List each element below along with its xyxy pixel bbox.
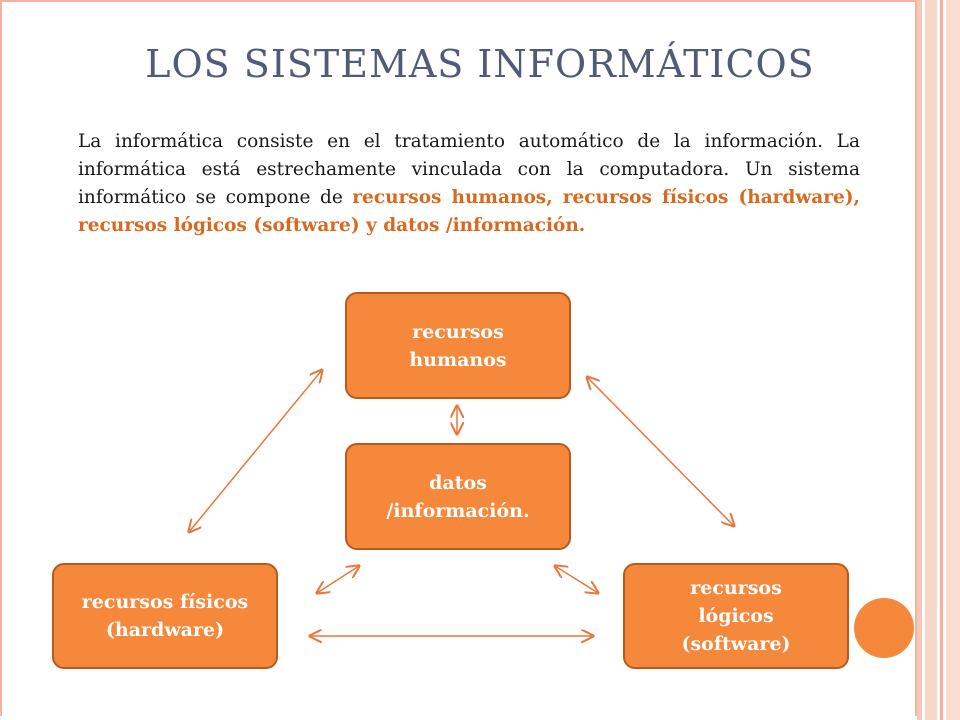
node-recursos-fisicos-label: recursos físicos (hardware) [81, 591, 249, 641]
arrow-humanos-logicos [587, 377, 734, 526]
node-recursos-logicos: recursos lógicos (software) [623, 563, 849, 669]
node-recursos-humanos-label: recursos humanos [409, 320, 507, 371]
node-recursos-logicos-label: recursos lógicos (software) [681, 577, 791, 655]
arrow-datos-fisicos [317, 566, 359, 593]
decorative-stripes [917, 0, 960, 720]
slide-frame [0, 0, 917, 716]
node-datos-informacion: datos /información. [345, 443, 571, 550]
arrow-humanos-fisicos [189, 370, 322, 532]
slide-title: LOS SISTEMAS INFORMÁTICOS [145, 42, 815, 86]
decorative-circle [854, 598, 914, 658]
intro-paragraph: La informática consiste en el tratamient… [78, 128, 860, 240]
intro-text: La informática consiste en el tratamient… [78, 131, 860, 208]
node-recursos-fisicos: recursos físicos (hardware) [52, 563, 278, 669]
node-datos-informacion-label: datos /información. [386, 471, 530, 522]
arrow-datos-logicos [555, 566, 598, 593]
node-recursos-humanos: recursos humanos [345, 292, 571, 399]
intro-highlight: recursos humanos, recursos físicos (hard… [78, 187, 860, 236]
